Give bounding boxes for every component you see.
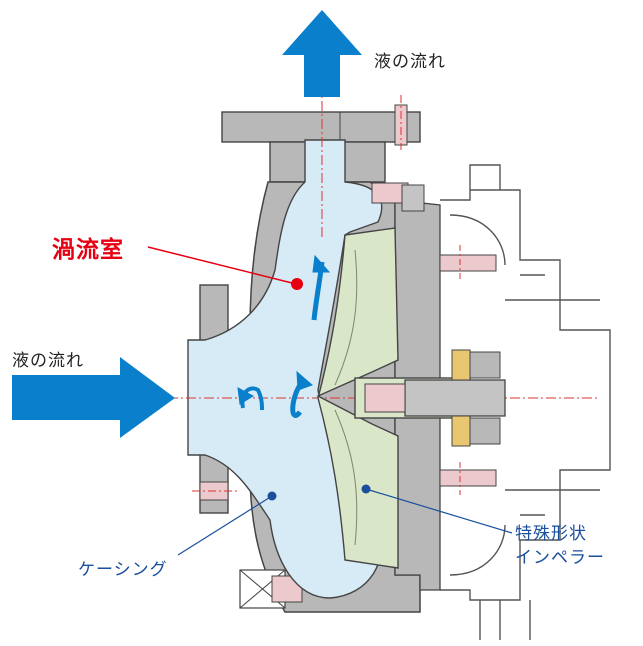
outlet-flow-label: 液の流れ [374, 52, 446, 72]
flow-arrow-up-icon [282, 10, 362, 97]
impeller [316, 227, 399, 569]
impeller-label-line1: 特殊形状 [515, 524, 587, 544]
vortex-callout [147, 246, 303, 290]
casing-marker-dot [267, 491, 277, 501]
impeller-label: 特殊形状 インペラー [515, 522, 605, 570]
impeller-marker-dot [361, 484, 371, 494]
impeller-callout [361, 484, 513, 534]
inlet-flow-label: 液の流れ [12, 351, 84, 371]
vortex-marker-dot [291, 278, 303, 290]
casing-label: ケーシング [78, 560, 168, 580]
shaft [354, 349, 506, 447]
impeller-label-line2: インペラー [515, 548, 605, 568]
casing-callout [177, 491, 277, 556]
vortex-chamber-label: 渦流室 [52, 237, 124, 263]
bolts [371, 182, 497, 495]
shaft-housing-drawing [440, 164, 611, 640]
flow-arrow-right-icon [12, 357, 175, 438]
swirl-arrows [237, 254, 331, 418]
